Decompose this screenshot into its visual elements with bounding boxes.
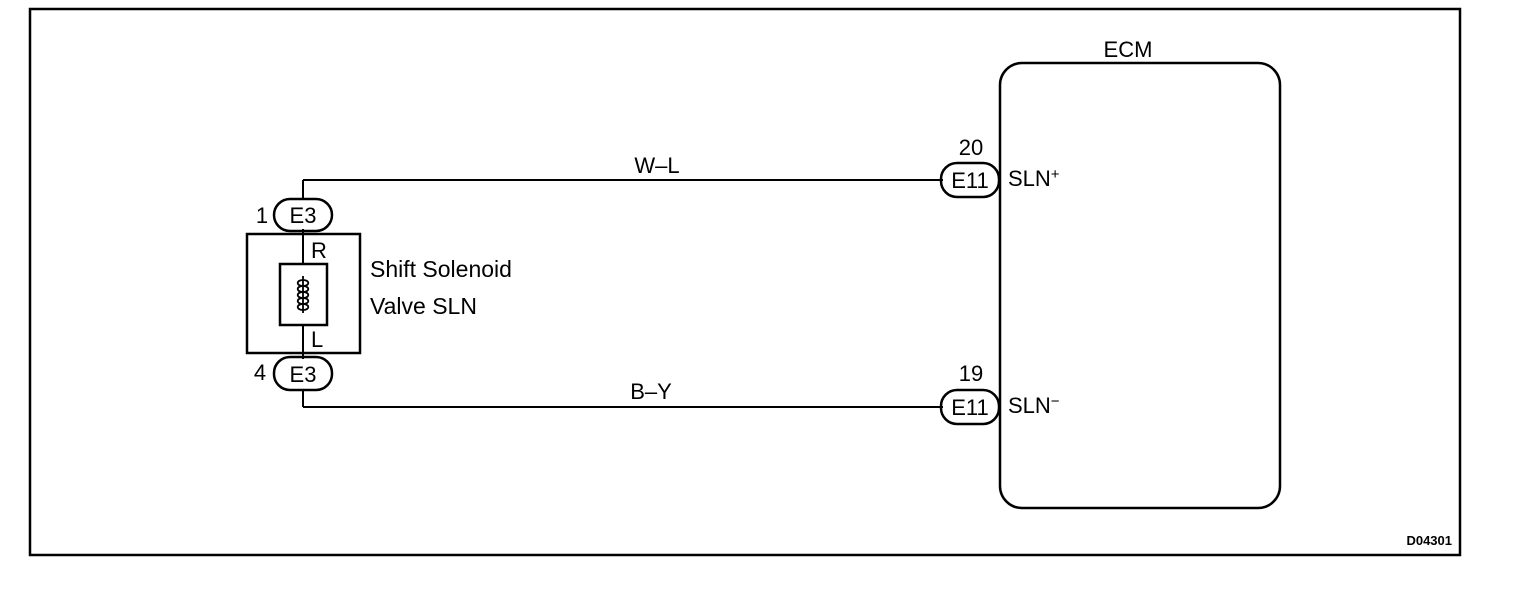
connector-e11-plus-label: E11 <box>951 168 989 193</box>
wire-r-color-label: R <box>311 238 327 263</box>
diagram-frame <box>28 7 1462 557</box>
connector-e3-top <box>272 197 334 233</box>
ecm-label: ECM <box>1104 37 1153 62</box>
wire-top-color-label: W–L <box>634 153 679 178</box>
connector-e11-minus <box>939 388 1001 426</box>
connector-e11-plus <box>939 161 1001 199</box>
wire-bottom-color-label: B–Y <box>630 379 672 404</box>
ecm-signal-sln-plus: SLN+ <box>1008 166 1060 191</box>
wire-l-color-label: L <box>311 327 323 352</box>
coil-icon <box>296 276 310 313</box>
ecm-block <box>998 61 1282 510</box>
connector-e3-bottom <box>272 355 334 392</box>
ecm-signal-sln-minus: SLN− <box>1008 393 1060 418</box>
solenoid-label-line2: Valve SLN <box>370 293 477 319</box>
coil-box <box>278 262 329 327</box>
connector-e3-top-label: E3 <box>290 203 317 228</box>
ecm-pin-plus-number: 20 <box>959 135 983 160</box>
solenoid-label-line1: Shift Solenoid <box>370 256 512 282</box>
ecm-pin-minus-number: 19 <box>959 361 983 386</box>
solenoid-pin-top-number: 1 <box>256 203 268 228</box>
connector-e11-minus-label: E11 <box>951 395 989 420</box>
connector-e3-bottom-label: E3 <box>290 362 317 387</box>
solenoid-pin-bottom-number: 4 <box>254 360 266 385</box>
figure-id: D04301 <box>1406 533 1452 548</box>
